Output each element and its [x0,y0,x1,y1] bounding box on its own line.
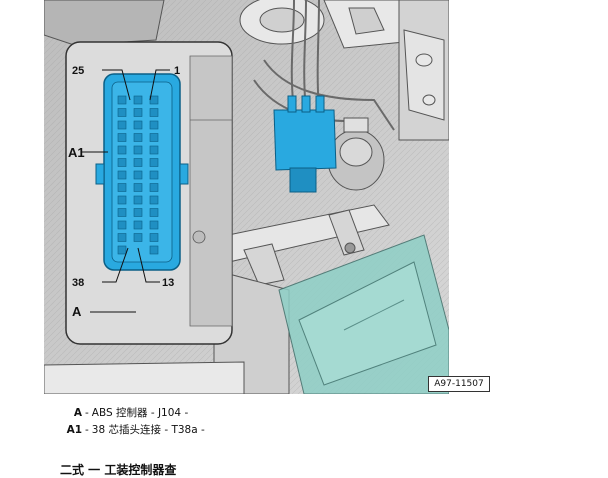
pin-cavity [117,195,127,205]
legend-key: A [73,407,82,419]
pin-grid [117,95,159,255]
pin-cavity [117,183,127,192]
pin-cavity [117,133,127,142]
callout-pin-1: 1 [174,65,180,77]
pin-cavity [149,145,159,155]
leader-lines [82,69,170,313]
legend-row: A-ABS 控制器 - J104 - [0,405,188,421]
callout-connector-a1: A1 [68,145,85,160]
section-heading-cut: 二式 一 工装控制器查 [60,463,177,477]
headlight [278,234,449,394]
legend-separator: - [85,407,89,419]
pin-cavity [117,95,127,105]
pin-cavity [149,158,159,167]
connector-inset: 25 1 A1 38 13 A [65,41,233,345]
pin-cavity [133,220,143,230]
pin-cavity [117,145,127,155]
pin-cavity [133,170,143,180]
pin-cavity [149,183,159,192]
cross-member [213,204,390,286]
pin-cavity [149,95,159,105]
pin-cavity [149,208,159,217]
callout-pin-25: 25 [72,65,84,77]
pin-cavity [149,245,159,255]
pin-cavity [133,120,143,130]
abs-unit-highlight [273,95,337,193]
pin-cavity [117,108,127,117]
pin-cavity [149,170,159,180]
pin-cavity [149,120,159,130]
pin-cavity [133,145,143,155]
connector-a1 [95,73,189,271]
legend-separator: - [85,424,89,436]
legend-key: A1 [66,424,82,436]
pin-cavity [117,245,127,255]
pin-cavity [133,183,143,192]
pin-cavity [117,208,127,217]
pin-cavity [133,208,143,217]
figure-id-label: A97-11507 [428,376,490,392]
pin-cavity [117,158,127,167]
pin-cavity [117,220,127,230]
callout-pin-13: 13 [162,277,174,289]
pin-cavity [133,233,143,242]
pin-cavity [117,233,127,242]
engine-bay-figure: 25 1 A1 38 13 A A97-11507 [44,0,490,394]
pin-cavity [117,170,127,180]
engine-bay-illustration: 25 1 A1 38 13 A [44,0,449,394]
legend-description: ABS 控制器 - J104 - [91,407,189,419]
pin-cavity [149,195,159,205]
pin-cavity [133,108,143,117]
callout-unit-a: A [72,304,82,319]
pin-cavity [133,133,143,142]
bolt [192,230,206,244]
pin-cavity [149,220,159,230]
pin-cavity [133,195,143,205]
engine-components [44,0,449,141]
pin-cavity [133,95,143,105]
callout-pin-38: 38 [72,277,84,289]
pin-cavity [133,158,143,167]
pin-cavity [149,108,159,117]
legend-description: 38 芯插头连接 - T38a - [91,424,205,436]
pin-cavity [149,233,159,242]
pin-cavity [117,120,127,130]
legend-row: A1-38 芯插头连接 - T38a - [0,422,205,438]
pin-cavity [149,133,159,142]
